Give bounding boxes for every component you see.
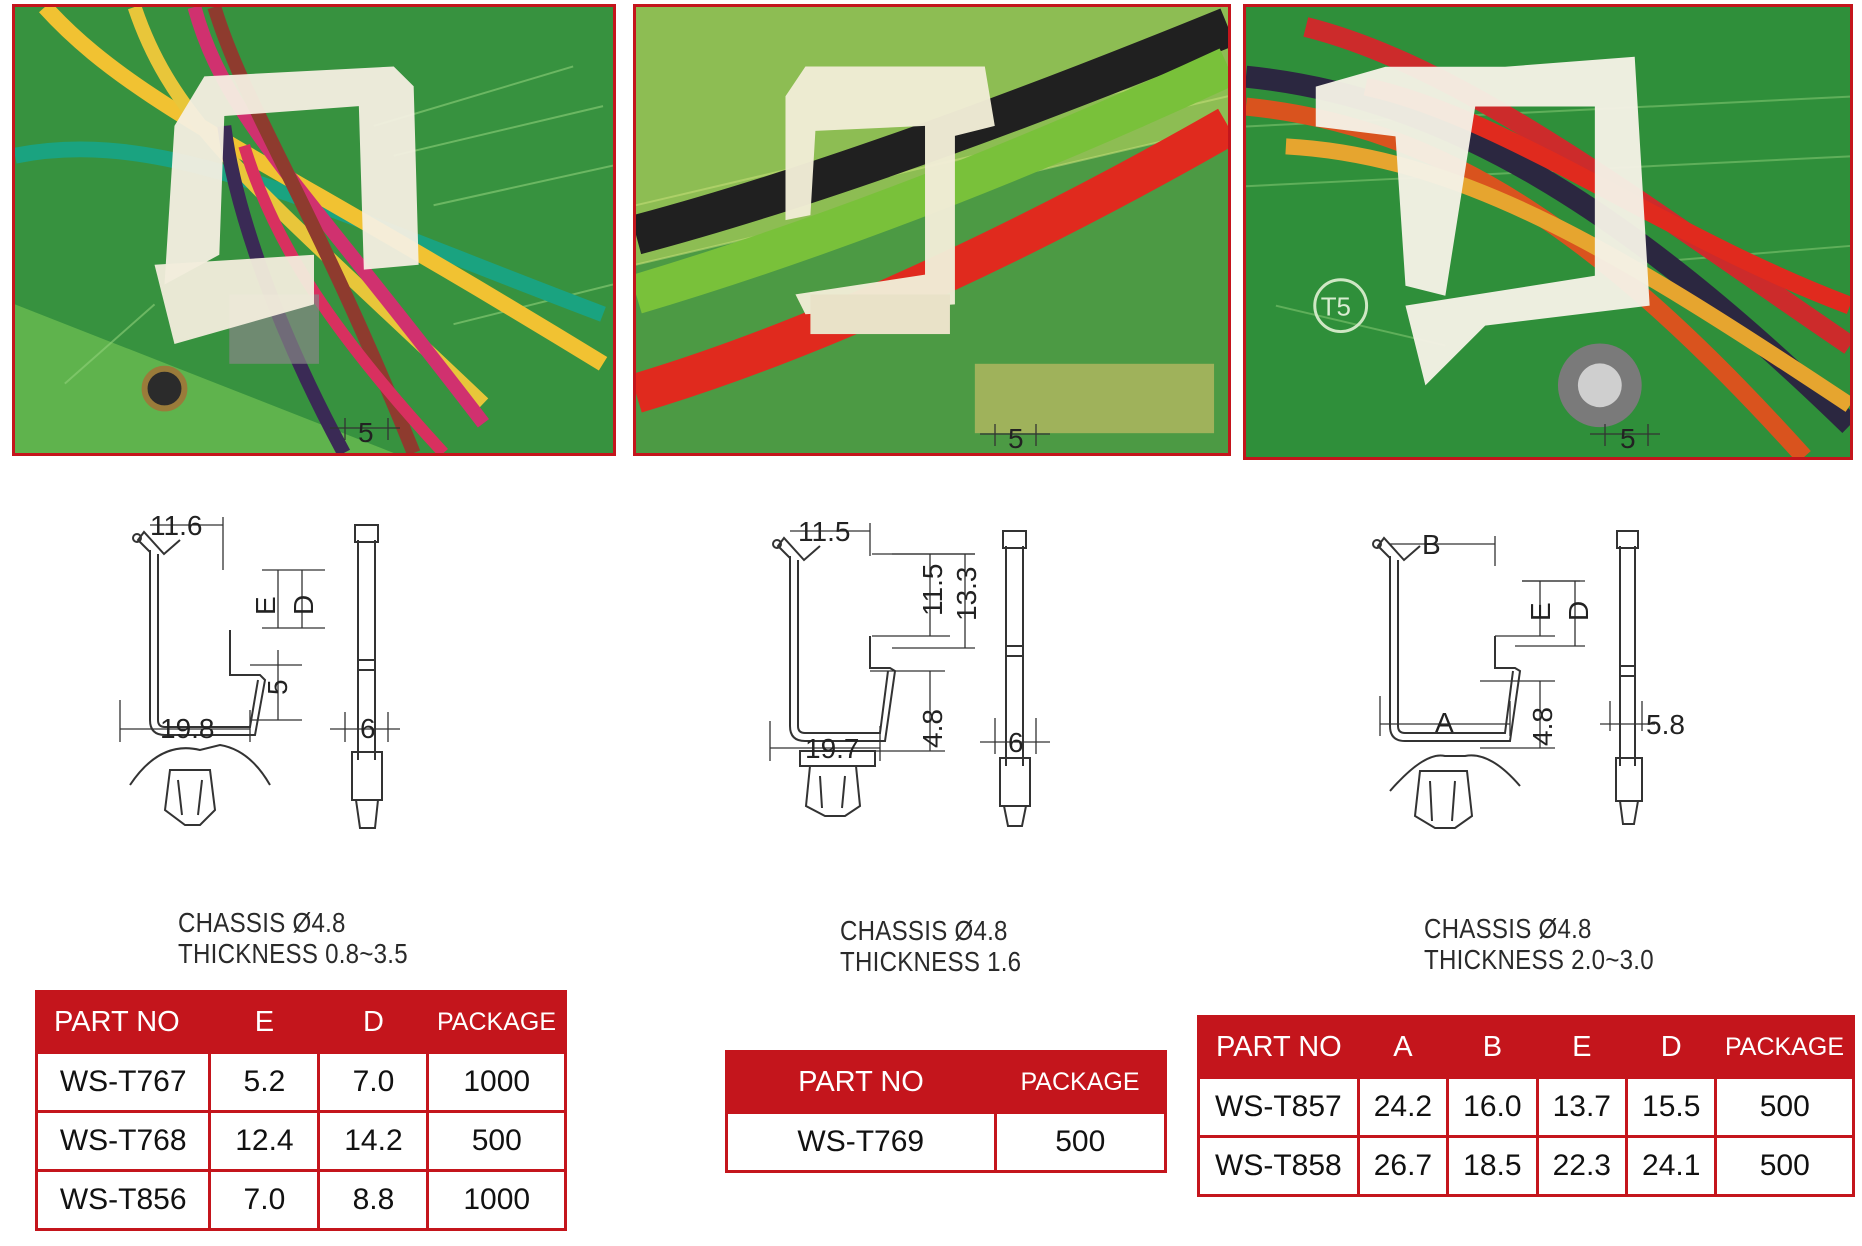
table-cell: 7.0 — [208, 1169, 321, 1231]
svg-text:T5: T5 — [1321, 294, 1351, 322]
table-cell: 16.0 — [1446, 1076, 1539, 1138]
column-header: PART NO — [726, 1051, 996, 1113]
dimension-drawing-right: B E D 4.8 A 5 5.8 — [1372, 423, 1740, 906]
parts-table-left: PART NO E D PACKAGE WS-T767 5.2 7.0 1000… — [34, 990, 567, 1231]
parts-table-right: PART NO A B E D PACKAGE WS-T857 24.2 16.… — [1197, 1015, 1855, 1197]
table-cell: 12.4 — [208, 1110, 321, 1172]
table-cell: 500 — [993, 1111, 1167, 1173]
wire-clip-photo-icon — [15, 7, 613, 453]
dim-label: E — [1525, 602, 1556, 621]
table-row: WS-T767 5.2 7.0 1000 — [34, 1051, 567, 1113]
chassis-spec: CHASSIS Ø4.8 — [178, 907, 346, 938]
dim-label: 4.8 — [917, 709, 948, 748]
table-cell: 14.2 — [317, 1110, 430, 1172]
dim-label: 5 — [358, 417, 374, 448]
product-photo-3: T5 — [1243, 4, 1853, 460]
thickness-spec: THICKNESS 1.6 — [840, 946, 1022, 977]
dimension-drawing-left: 11.6 E D 5 19.8 5 6 — [119, 417, 480, 900]
dim-label: 11.6 — [150, 510, 202, 541]
dim-label: D — [288, 595, 319, 615]
clip-side-view-icon: 11.5 11.5 13.3 4.8 19.7 5 6 — [769, 423, 1050, 827]
product-photo-2 — [633, 4, 1231, 456]
dim-label: 5.8 — [1646, 709, 1685, 740]
chassis-spec: CHASSIS Ø4.8 — [1424, 913, 1592, 944]
dim-label: 6 — [360, 713, 376, 744]
dim-label: E — [250, 596, 281, 615]
table-cell: 13.7 — [1535, 1076, 1629, 1138]
table-cell: 500 — [1714, 1076, 1855, 1138]
table-cell: 15.5 — [1625, 1076, 1718, 1138]
column-header: E — [209, 991, 320, 1053]
parts-table-middle: PART NO PACKAGE WS-T769 500 — [725, 1050, 1167, 1173]
dim-label: 13.3 — [951, 567, 982, 622]
dim-label: 11.5 — [917, 564, 948, 616]
dim-label: 5 — [262, 679, 293, 695]
table-row: WS-T856 7.0 8.8 1000 — [34, 1169, 567, 1231]
table-cell: WS-T769 — [725, 1111, 997, 1173]
column-header: PACKAGE — [1715, 1016, 1855, 1078]
table-cell: WS-T767 — [34, 1051, 212, 1113]
dim-label: D — [1563, 601, 1594, 621]
table-cell: 7.0 — [317, 1051, 430, 1113]
dim-label: 6 — [1008, 727, 1024, 758]
table-row: WS-T769 500 — [725, 1111, 1167, 1173]
column-header: A — [1358, 1016, 1449, 1078]
table-header-row: PART NO A B E D PACKAGE — [1198, 1016, 1855, 1078]
column-header: E — [1537, 1016, 1628, 1078]
wire-clip-photo-icon — [636, 7, 1228, 453]
table-cell: 18.5 — [1446, 1135, 1539, 1197]
table-cell: WS-T857 — [1197, 1076, 1360, 1138]
table-cell: 1000 — [426, 1051, 567, 1113]
thickness-spec: THICKNESS 0.8~3.5 — [178, 938, 408, 969]
table-cell: 1000 — [426, 1169, 567, 1231]
column-header: B — [1447, 1016, 1539, 1078]
column-header: PACKAGE — [995, 1051, 1167, 1113]
wire-clip-photo-icon: T5 — [1246, 7, 1850, 457]
table-cell: 24.2 — [1356, 1076, 1450, 1138]
dim-label: 11.5 — [798, 516, 850, 547]
table-header-row: PART NO E D PACKAGE — [36, 991, 567, 1053]
clip-side-view-icon: 11.6 E D 5 19.8 5 6 — [119, 417, 400, 829]
table-cell: 26.7 — [1356, 1135, 1450, 1197]
table-row: WS-T857 24.2 16.0 13.7 15.5 500 — [1197, 1076, 1855, 1138]
table-row: WS-T768 12.4 14.2 500 — [34, 1110, 567, 1172]
dim-label: 4.8 — [1527, 707, 1558, 746]
table-cell: 5.2 — [208, 1051, 321, 1113]
column-header: D — [318, 991, 429, 1053]
dim-label: 5 — [1620, 423, 1636, 454]
table-cell: WS-T858 — [1197, 1135, 1360, 1197]
table-cell: WS-T856 — [34, 1169, 212, 1231]
table-header-row: PART NO PACKAGE — [726, 1051, 1167, 1113]
table-cell: 24.1 — [1625, 1135, 1718, 1197]
column-header: PACKAGE — [427, 991, 567, 1053]
dim-label: 5 — [1008, 423, 1024, 454]
table-cell: 500 — [426, 1110, 567, 1172]
column-header: D — [1626, 1016, 1717, 1078]
clip-side-view-icon: B E D 4.8 A 5 5.8 — [1372, 423, 1685, 829]
table-cell: 500 — [1714, 1135, 1855, 1197]
table-cell: WS-T768 — [34, 1110, 212, 1172]
dim-label: 19.8 — [160, 713, 215, 744]
thickness-spec: THICKNESS 2.0~3.0 — [1424, 944, 1654, 975]
spec-right: CHASSIS Ø4.8 THICKNESS 2.0~3.0 — [1424, 913, 1654, 975]
table-cell: 22.3 — [1535, 1135, 1629, 1197]
product-photo-1 — [12, 4, 616, 456]
dim-label: B — [1422, 529, 1441, 560]
column-header: PART NO — [36, 991, 211, 1053]
dim-label: 19.7 — [805, 733, 860, 764]
dimension-drawing-middle: 11.5 11.5 13.3 4.8 19.7 5 6 — [769, 423, 1130, 906]
table-cell: 8.8 — [317, 1169, 430, 1231]
dim-label: A — [1435, 707, 1454, 738]
chassis-spec: CHASSIS Ø4.8 — [840, 915, 1008, 946]
column-header: PART NO — [1198, 1016, 1360, 1078]
table-row: WS-T858 26.7 18.5 22.3 24.1 500 — [1197, 1135, 1855, 1197]
spec-middle: CHASSIS Ø4.8 THICKNESS 1.6 — [840, 915, 1021, 977]
spec-left: CHASSIS Ø4.8 THICKNESS 0.8~3.5 — [178, 907, 408, 969]
